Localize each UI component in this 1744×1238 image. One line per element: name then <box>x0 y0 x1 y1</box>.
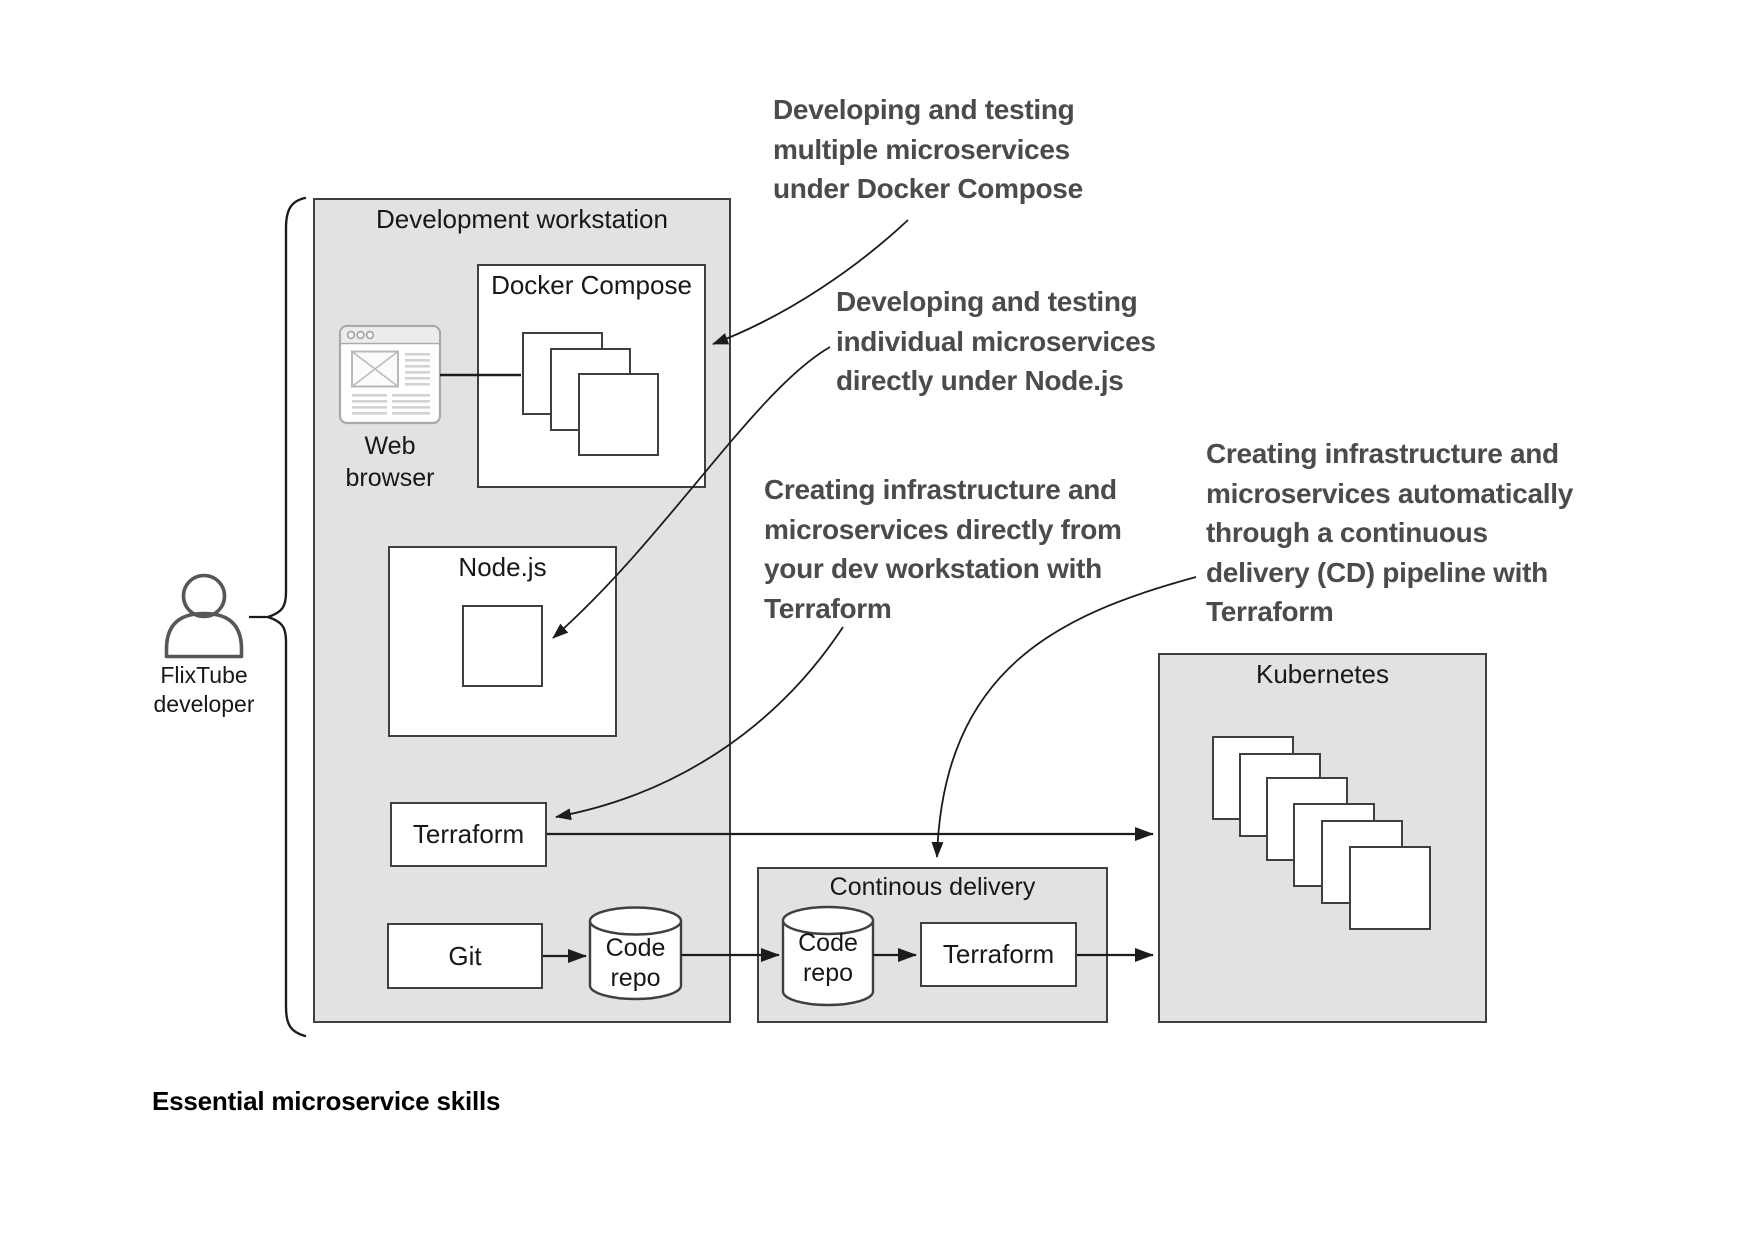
annotation-terraform-cd: Creating infrastructure and microservice… <box>1206 438 1573 627</box>
box-terraform-workstation: Terraform <box>390 802 547 867</box>
annotation-terraform-workstation: Creating infrastructure and microservice… <box>764 474 1122 624</box>
annotation-nodejs: Developing and testing individual micros… <box>836 286 1156 396</box>
docker-compose-microservice-square <box>578 373 659 456</box>
terraform-workstation-label: Terraform <box>412 819 525 849</box>
workstation-panel-title: Development workstation <box>376 204 668 234</box>
nodejs-title: Node.js <box>458 552 547 582</box>
cd-panel-title: Continous delivery <box>829 873 1036 901</box>
annotation-docker-compose: Developing and testing multiple microser… <box>773 94 1083 204</box>
kubernetes-panel-title: Kubernetes <box>1256 659 1389 689</box>
terraform-cd-label: Terraform <box>942 939 1055 969</box>
workstation-brace <box>264 196 307 1038</box>
code-repo-workstation-label: Code repo <box>605 934 666 992</box>
box-terraform-cd: Terraform <box>920 922 1077 987</box>
web-browser-label: Web browser <box>345 432 435 492</box>
developer-person-icon <box>164 573 244 659</box>
developer-label: FlixTube developer <box>153 662 255 717</box>
figure-caption: Essential microservice skills <box>152 1086 501 1116</box>
code-repo-cd-label: Code repo <box>798 929 858 987</box>
git-label: Git <box>448 940 482 971</box>
docker-compose-title: Docker Compose <box>491 270 692 300</box>
kubernetes-microservice-square <box>1349 846 1431 930</box>
nodejs-microservice-square <box>462 605 543 687</box>
box-git: Git <box>387 923 543 989</box>
